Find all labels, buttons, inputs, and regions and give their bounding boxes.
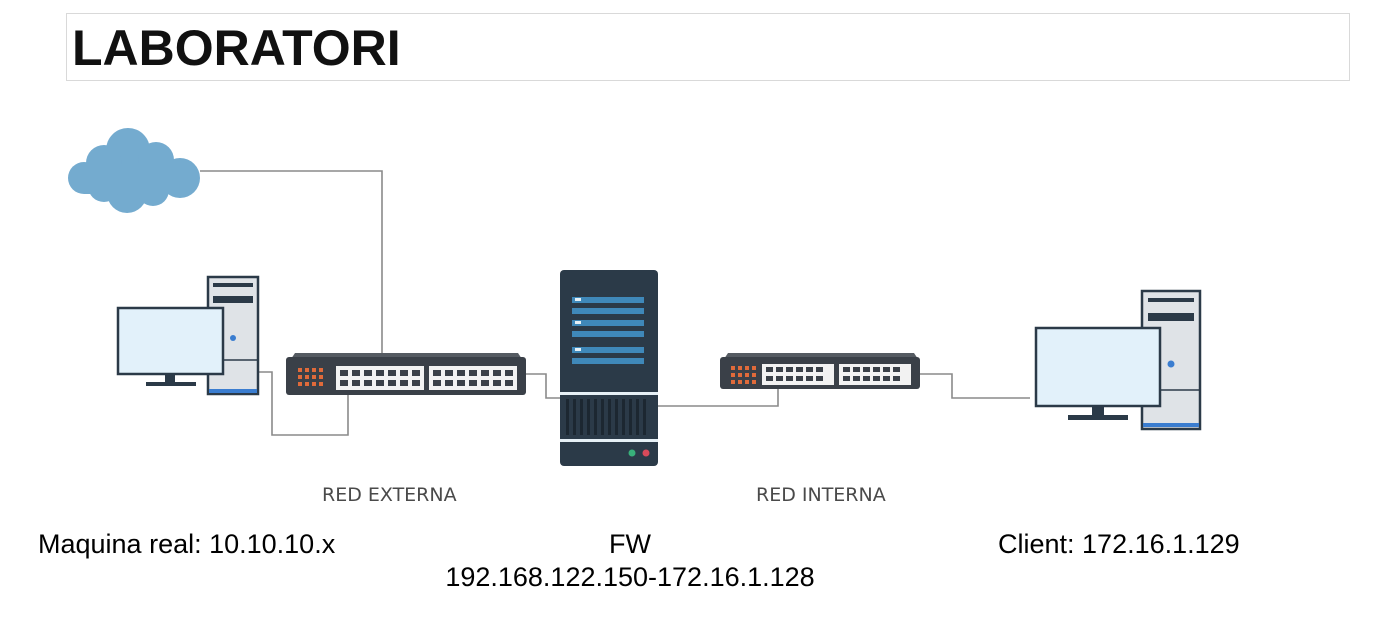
network-switch-icon — [720, 353, 920, 389]
cable-internal-switch-to-client — [916, 373, 1030, 399]
client-caption: Client: 172.16.1.129 — [998, 529, 1240, 559]
cable-pc-to-switch — [258, 371, 349, 436]
desktop-computer-icon — [1034, 289, 1202, 431]
page-title: LABORATORI — [72, 20, 401, 76]
firewall-name-caption: FW — [609, 529, 651, 559]
network-switch-icon — [286, 353, 526, 395]
internal-network-label: RED INTERNA — [756, 484, 886, 506]
cable-firewall-to-internal-switch — [656, 384, 779, 407]
desktop-computer-icon — [116, 275, 260, 396]
title-box: LABORATORI — [66, 13, 1350, 81]
cable-cloud-to-switch — [200, 170, 383, 372]
external-network-label: RED EXTERNA — [322, 484, 457, 506]
real-machine-caption: Maquina real: 10.10.10.x — [38, 529, 336, 559]
firewall-ips-caption: 192.168.122.150-172.16.1.128 — [445, 562, 815, 592]
cable-switch-to-firewall — [522, 373, 566, 399]
server-tower-icon — [560, 270, 658, 466]
cables — [200, 170, 1030, 436]
cloud-icon — [68, 128, 200, 213]
